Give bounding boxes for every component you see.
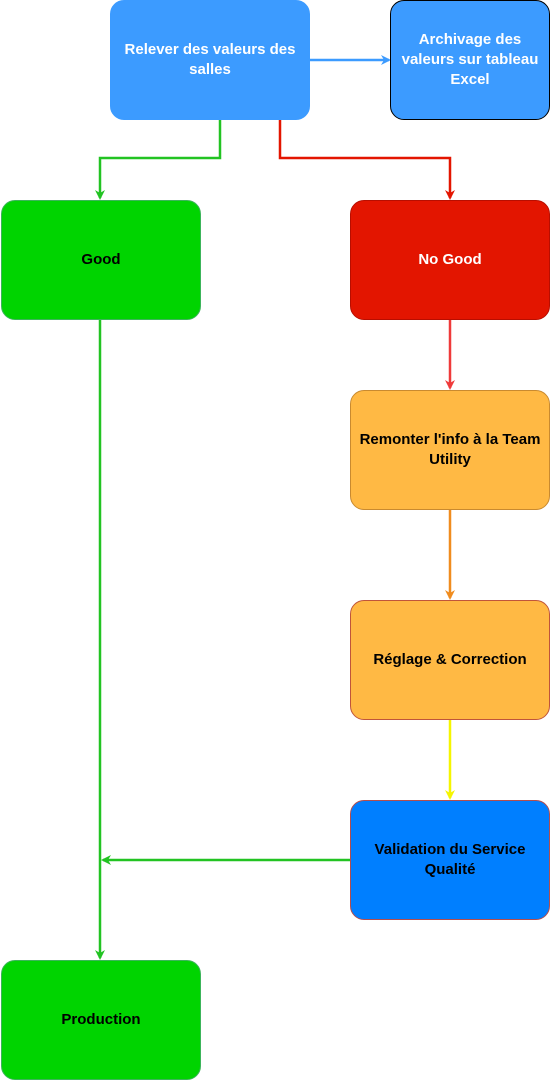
edge-relever-to-good (95, 120, 222, 200)
node-validation-qualite[interactable]: Validation du Service Qualité (350, 800, 550, 920)
node-good[interactable]: Good (1, 200, 201, 320)
node-no-good-label: No Good (418, 251, 482, 268)
node-archivage-label: Archivage des valeurs sur tableau Excel (401, 31, 539, 88)
node-validation-label: Validation du Service Qualité (374, 841, 526, 878)
node-good-label: Good (81, 251, 121, 268)
node-no-good[interactable]: No Good (350, 200, 550, 320)
node-relever-valeurs[interactable]: Relever des valeurs des salles (110, 0, 310, 120)
node-production-label: Production (61, 1011, 141, 1028)
node-remonter-info[interactable]: Remonter l'info à la Team Utility (350, 390, 550, 510)
node-production[interactable]: Production (1, 960, 201, 1080)
node-reglage-label: Réglage & Correction (373, 651, 527, 668)
edge-relever-to-no-good (278, 120, 455, 200)
node-relever-label: Relever des valeurs des salles (124, 41, 296, 78)
node-reglage-correction[interactable]: Réglage & Correction (350, 600, 550, 720)
node-archivage-excel[interactable]: Archivage des valeurs sur tableau Excel (390, 0, 550, 120)
node-remonter-label: Remonter l'info à la Team Utility (359, 431, 541, 468)
